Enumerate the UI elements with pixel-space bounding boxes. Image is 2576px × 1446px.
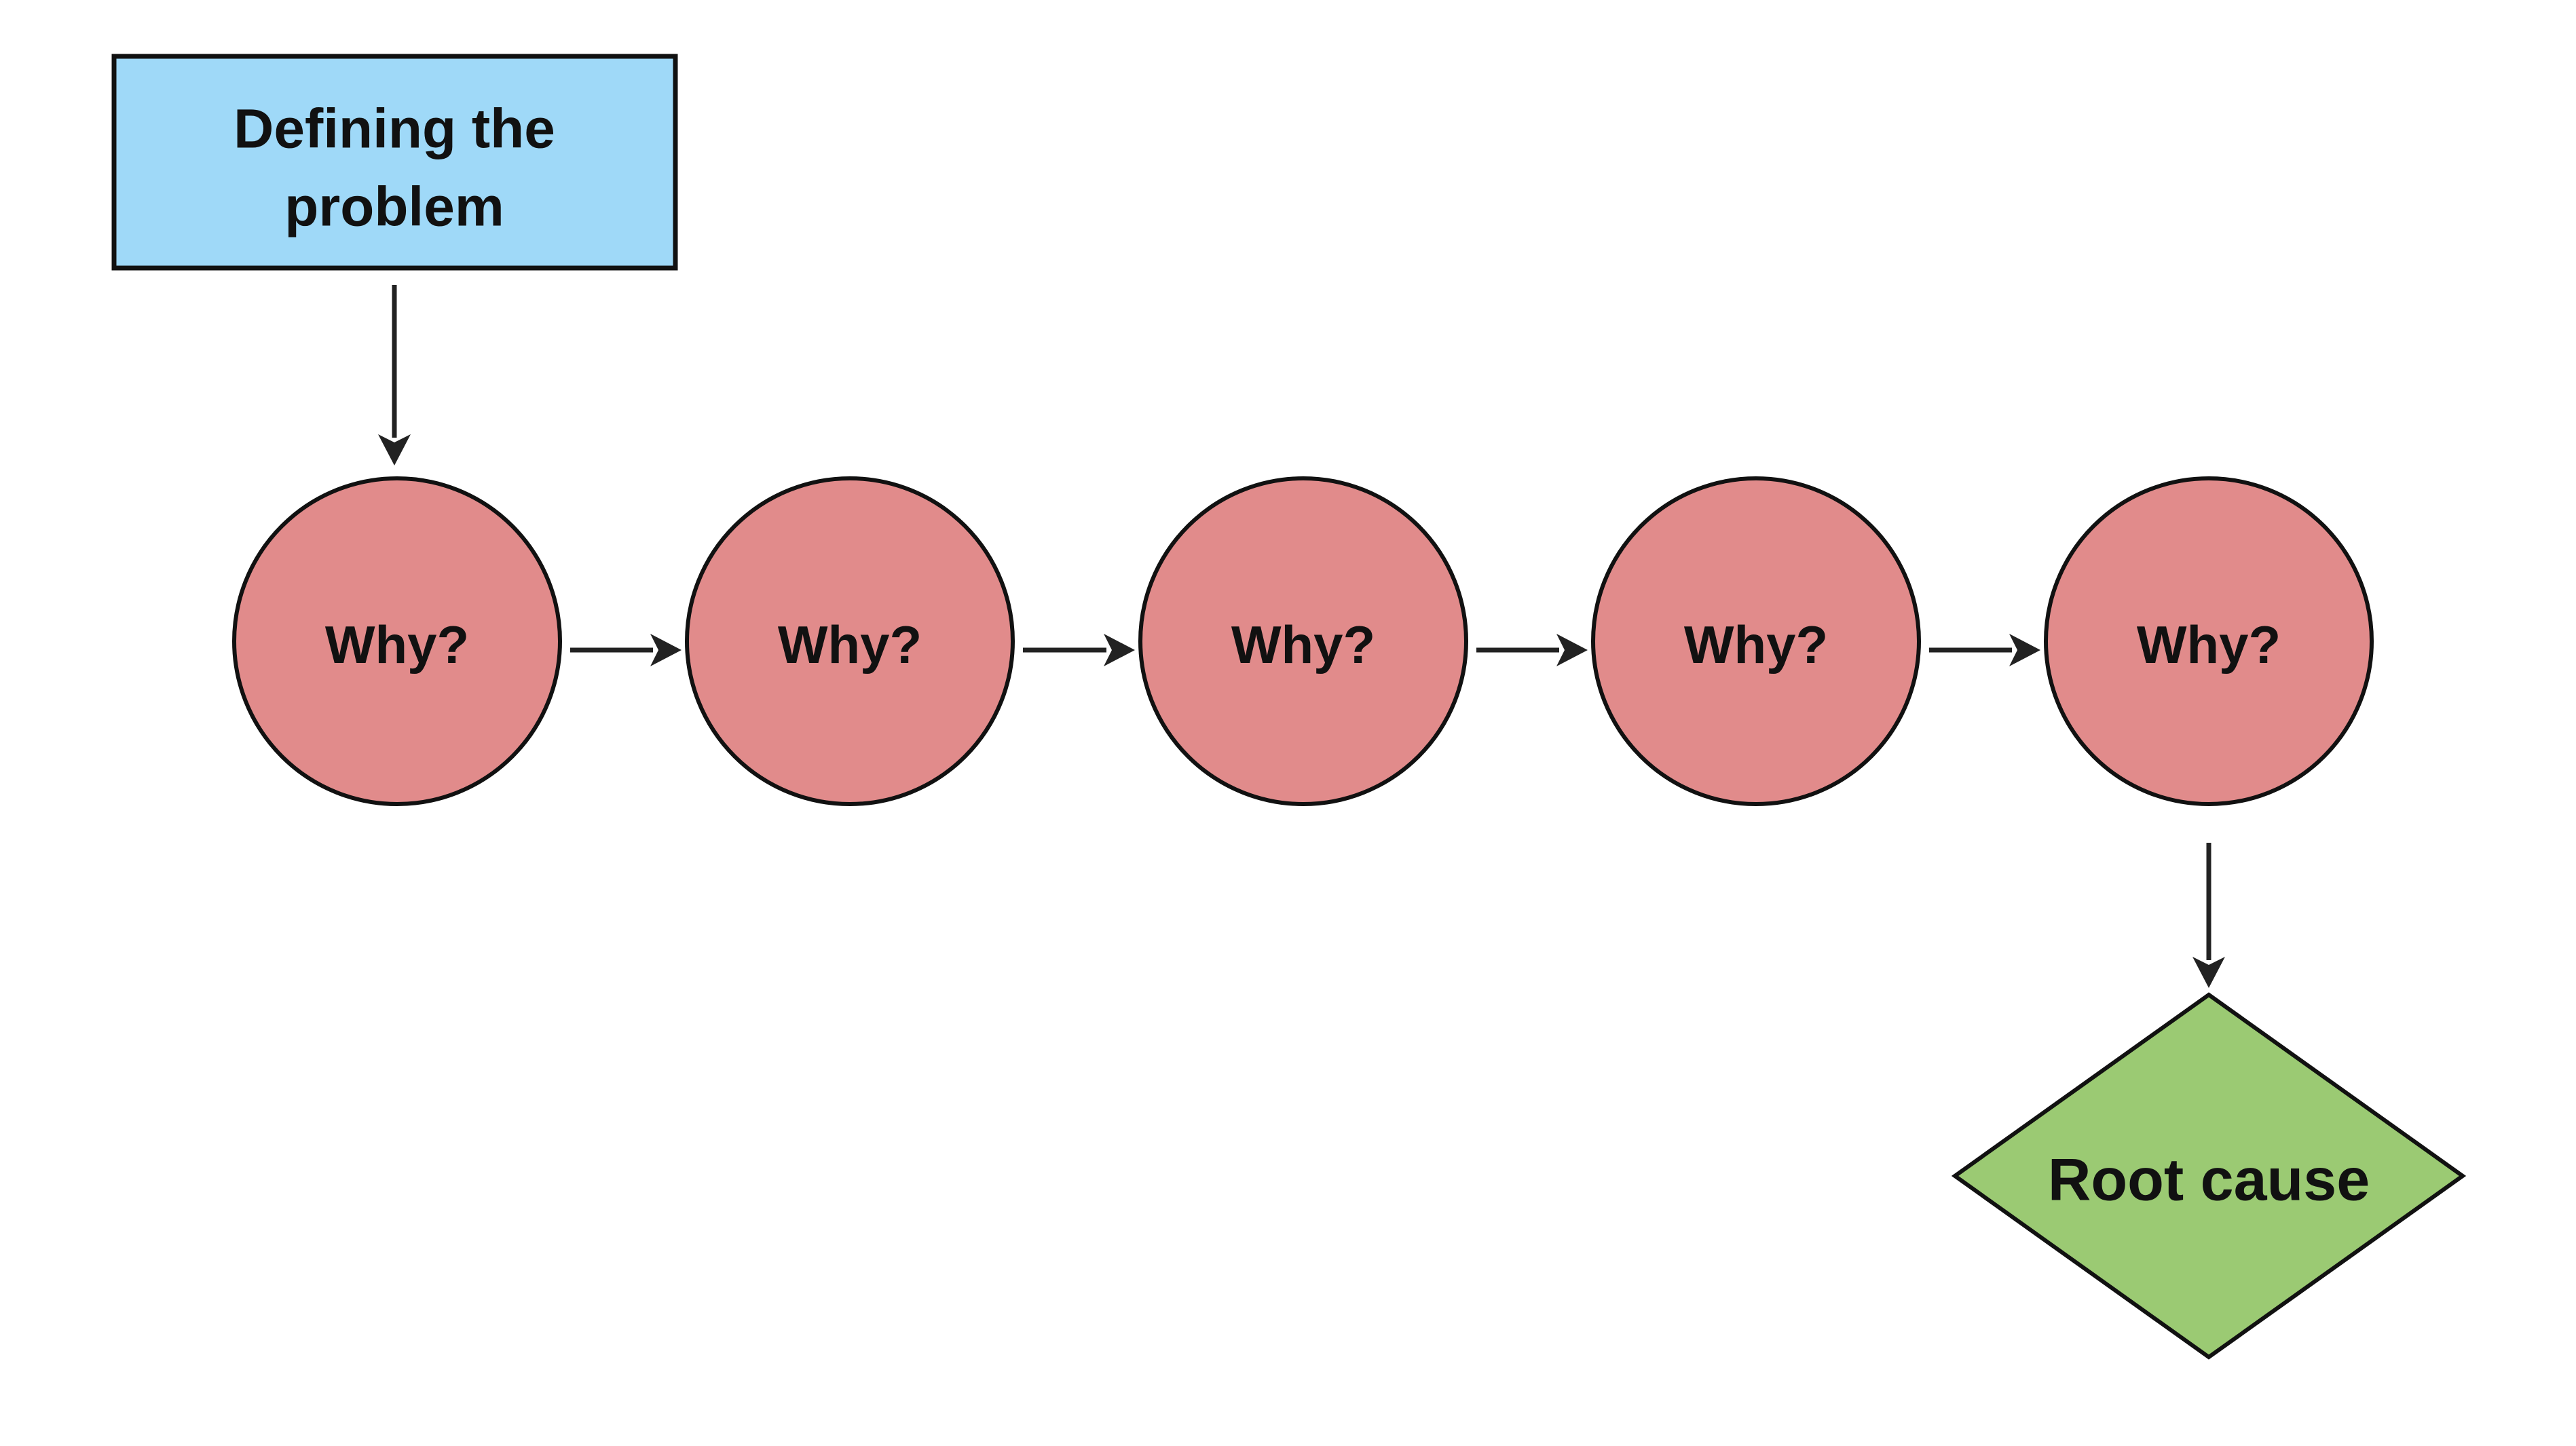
- root-cause-diamond-shape: [1951, 992, 2467, 1360]
- why1-circle-shape: [232, 476, 562, 806]
- problem-label-line1: Defining the: [234, 98, 555, 160]
- root-cause-label: Root cause: [2048, 1146, 2370, 1213]
- problem-box-shape: [111, 54, 678, 271]
- why5-circle-shape: [2044, 476, 2374, 806]
- node-defining-the-problem: Defining the problem: [111, 54, 678, 271]
- why3-label: Why?: [1231, 615, 1375, 674]
- why2-label: Why?: [778, 615, 922, 674]
- node-why-4: Why?: [1591, 476, 1921, 806]
- arrow-why4-to-why5: [1929, 634, 2040, 666]
- arrow-head-down-icon: [2192, 957, 2225, 988]
- arrow-head-right-icon: [2009, 634, 2040, 666]
- arrow-why5-to-root-cause: [2192, 843, 2225, 988]
- node-why-1: Why?: [232, 476, 562, 806]
- why1-label: Why?: [325, 615, 469, 674]
- arrow-head-right-icon: [1556, 634, 1588, 666]
- node-why-2: Why?: [685, 476, 1015, 806]
- why4-label: Why?: [1684, 615, 1828, 674]
- node-why-5: Why?: [2044, 476, 2374, 806]
- arrow-why1-to-why2: [570, 634, 682, 666]
- why5-label: Why?: [2137, 615, 2281, 674]
- why4-circle-shape: [1591, 476, 1921, 806]
- arrow-head-right-icon: [650, 634, 682, 666]
- problem-label-line2: problem: [284, 176, 504, 238]
- arrow-why3-to-why4: [1476, 634, 1588, 666]
- why3-circle-shape: [1138, 476, 1468, 806]
- node-root-cause: Root cause: [1951, 992, 2467, 1360]
- why2-circle-shape: [685, 476, 1015, 806]
- arrow-head-down-icon: [378, 434, 411, 465]
- arrow-why2-to-why3: [1023, 634, 1135, 666]
- arrow-problem-to-why1: [378, 285, 411, 465]
- node-why-3: Why?: [1138, 476, 1468, 806]
- arrow-head-right-icon: [1104, 634, 1135, 666]
